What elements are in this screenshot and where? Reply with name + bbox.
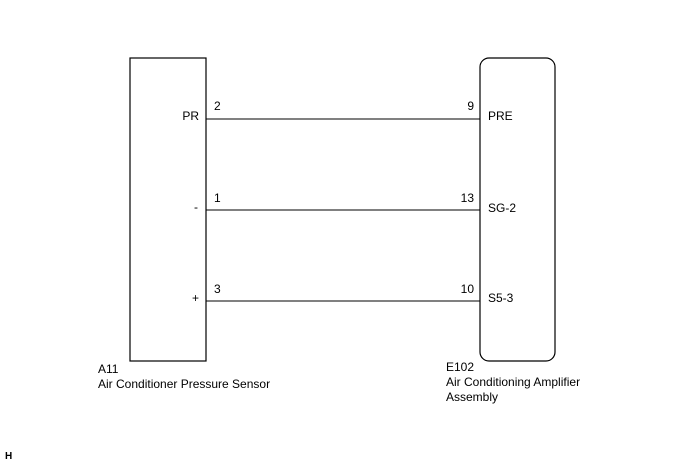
amplifier-code: E102	[446, 360, 474, 374]
amplifier-pin-sg2: 13	[461, 191, 475, 205]
amplifier-pin-s53: 10	[461, 282, 475, 296]
amplifier-terminal-label-sg2: SG-2	[488, 201, 516, 215]
amplifier-name-line1: Air Conditioning Amplifier	[446, 375, 580, 389]
sensor-terminal-label-minus: -	[194, 200, 198, 214]
amplifier-terminal-label-s53: S5-3	[488, 291, 514, 305]
amplifier-terminal-label-pre: PRE	[488, 109, 513, 123]
sensor-pin-plus: 3	[214, 282, 221, 296]
sensor-box	[129, 57, 207, 362]
amplifier-pin-pre: 9	[467, 99, 474, 113]
sensor-name: Air Conditioner Pressure Sensor	[98, 377, 270, 391]
amplifier-name-line2: Assembly	[446, 390, 498, 404]
sensor-pin-minus: 1	[214, 191, 221, 205]
sensor-terminal-label-plus: +	[192, 291, 199, 305]
sensor-code: A11	[98, 362, 119, 376]
sensor-terminal-label-pr: PR	[182, 109, 199, 123]
footer-tag: H	[5, 451, 12, 462]
sensor-pin-pr: 2	[214, 99, 221, 113]
